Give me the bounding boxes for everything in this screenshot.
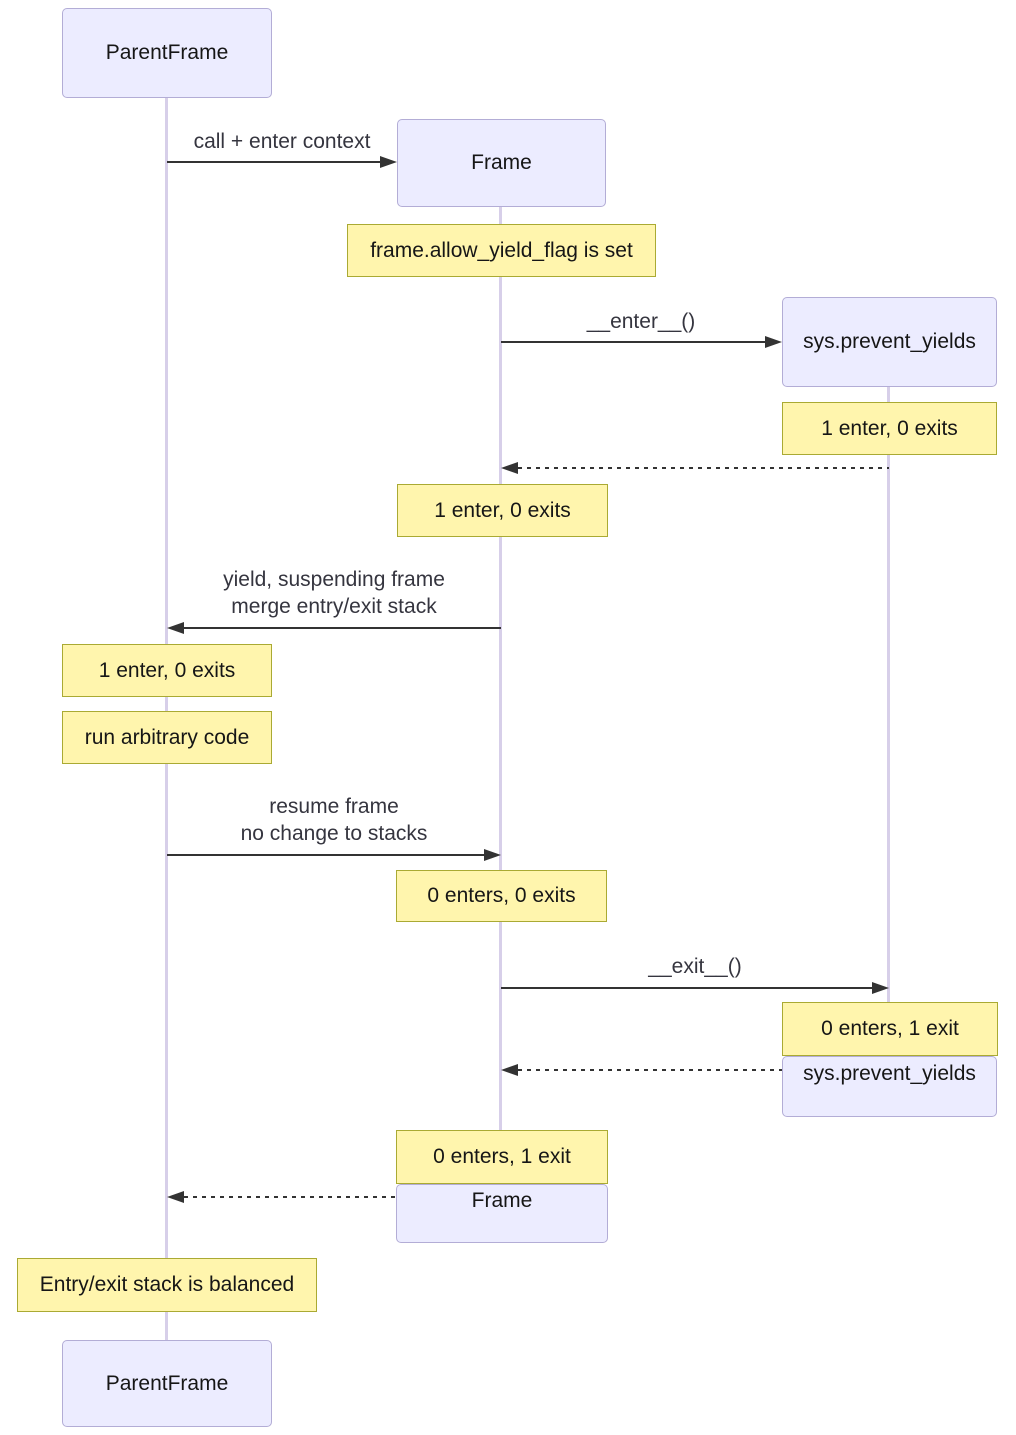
- message-label-line1: resume frame: [269, 795, 399, 818]
- note-stack-balanced: Entry/exit stack is balanced: [17, 1258, 317, 1312]
- arrowhead-right-icon: [765, 336, 782, 348]
- return-line-sys-to-frame: [518, 467, 889, 469]
- message-label-resume-frame: resume frame no change to stacks: [241, 793, 428, 847]
- note-sys-after-exit: 0 enters, 1 exit: [782, 1002, 998, 1056]
- actor-label: ParentFrame: [105, 1371, 229, 1395]
- note-frame-after-exit: 0 enters, 1 exit: [396, 1130, 608, 1184]
- actor-frame-destroyed: Frame: [396, 1184, 608, 1243]
- message-line-yield-suspending: [184, 627, 501, 629]
- note-parent-after-yield: 1 enter, 0 exits: [62, 644, 272, 697]
- actor-label: sys.prevent_yields: [803, 1062, 976, 1085]
- actor-parentframe-bottom: ParentFrame: [62, 1340, 272, 1427]
- actor-sys-prevent-yields-created: sys.prevent_yields: [782, 297, 997, 387]
- arrowhead-right-icon: [872, 982, 889, 994]
- arrowhead-left-icon: [167, 1191, 184, 1203]
- message-label-line2: merge entry/exit stack: [231, 595, 437, 618]
- message-label-yield-suspending: yield, suspending frame merge entry/exit…: [223, 566, 445, 620]
- message-line-call-enter-context: [167, 161, 382, 163]
- message-line-enter-method: [501, 341, 766, 343]
- arrowhead-left-icon: [501, 1064, 518, 1076]
- arrowhead-right-icon: [484, 849, 501, 861]
- arrowhead-left-icon: [167, 622, 184, 634]
- actor-sys-prevent-yields-destroyed: sys.prevent_yields: [782, 1056, 997, 1117]
- actor-label: sys.prevent_yields: [803, 330, 976, 353]
- note-run-arbitrary-code: run arbitrary code: [62, 711, 272, 764]
- note-frame-after-resume: 0 enters, 0 exits: [396, 870, 607, 922]
- actor-label: ParentFrame: [105, 41, 229, 64]
- note-sys-after-enter: 1 enter, 0 exits: [782, 402, 997, 455]
- actor-label: Frame: [471, 151, 532, 174]
- message-label-call-enter-context: call + enter context: [193, 130, 371, 153]
- arrowhead-right-icon: [380, 156, 397, 168]
- return-line-sys-teardown: [518, 1069, 782, 1071]
- actor-label: Frame: [471, 1189, 533, 1212]
- arrowhead-left-icon: [501, 462, 518, 474]
- lifeline-sys-prevent-yields: [887, 387, 890, 1056]
- message-line-resume-frame: [167, 854, 484, 856]
- return-line-frame-teardown: [184, 1196, 396, 1198]
- message-label-line2: no change to stacks: [240, 822, 428, 845]
- message-label-line1: yield, suspending frame: [223, 568, 445, 591]
- message-label-enter-method: __enter__(): [586, 310, 696, 333]
- message-label-exit-method: __exit__(): [648, 955, 742, 978]
- actor-parentframe-top: ParentFrame: [62, 8, 272, 98]
- lifeline-frame: [499, 207, 502, 1184]
- message-line-exit-method: [501, 987, 872, 989]
- note-frame-after-enter: 1 enter, 0 exits: [397, 484, 608, 537]
- actor-frame-created: Frame: [397, 119, 606, 207]
- note-allow-yield-flag-set: frame.allow_yield_flag is set: [347, 224, 656, 277]
